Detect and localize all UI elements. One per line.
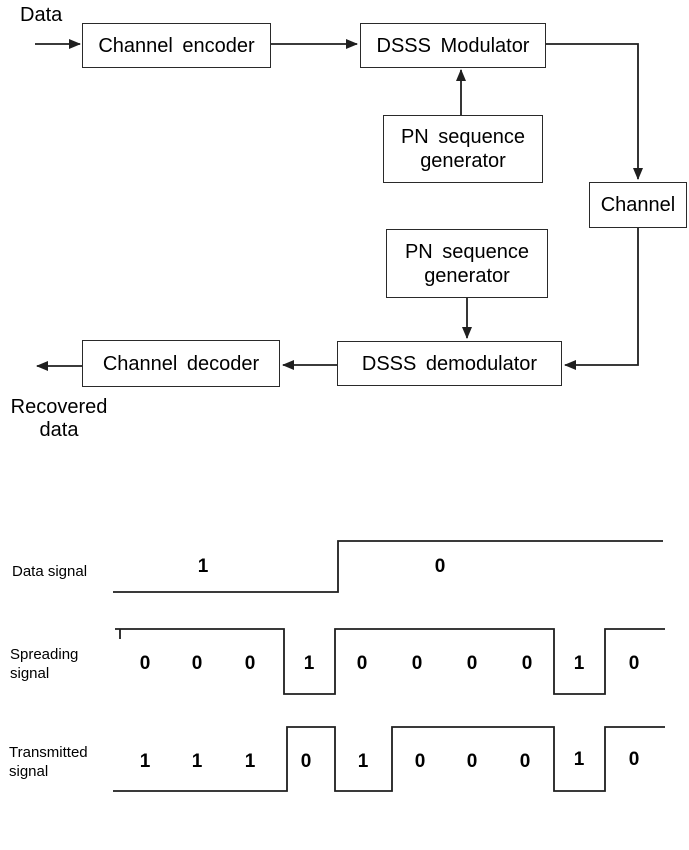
spreading-signal-label-line1: Spreading: [10, 646, 79, 663]
output-recovered-line1: Recovered: [10, 396, 108, 418]
spreading-chip-value: 0: [244, 653, 256, 674]
transmitted-chip-value: 0: [519, 751, 531, 772]
spreading-chip-value: 0: [139, 653, 151, 674]
block-channel-decoder: Channel decoder: [82, 340, 280, 387]
spreading-chip-value: 1: [303, 653, 315, 674]
transmitted-chip-value: 0: [628, 749, 640, 770]
waveform-data-signal: [113, 540, 663, 593]
transmitted-signal-row-label: Transmitted signal: [9, 743, 88, 781]
transmitted-chip-value: 0: [300, 751, 312, 772]
spreading-chip-value: 1: [573, 653, 585, 674]
transmitted-chip-value: 1: [573, 749, 585, 770]
arrow-modulator-to-channel: [546, 43, 643, 180]
spreading-signal-label-line2: signal: [10, 665, 50, 682]
input-data-label: Data: [20, 4, 63, 26]
block-channel-encoder-label: Channel encoder: [98, 34, 255, 57]
block-dsss-demodulator-label: DSSS demodulator: [361, 352, 538, 375]
waveform-spreading-signal: [115, 628, 665, 695]
data-bit-value: 0: [434, 556, 446, 577]
arrow-channel-to-demodulator: [564, 228, 639, 370]
transmitted-chip-value: 1: [139, 751, 151, 772]
transmitted-chip-value: 1: [357, 751, 369, 772]
spreading-chip-value: 0: [356, 653, 368, 674]
transmitted-signal-label-line2: signal: [9, 763, 49, 780]
spreading-chip-value: 0: [191, 653, 203, 674]
block-dsss-modulator-label: DSSS Modulator: [376, 34, 530, 57]
block-channel-encoder: Channel encoder: [82, 23, 271, 68]
spreading-signal-row-label: Spreading signal: [10, 645, 78, 683]
block-dsss-demodulator: DSSS demodulator: [337, 341, 562, 386]
spreading-chip-value: 0: [521, 653, 533, 674]
data-bit-value: 1: [197, 556, 209, 577]
block-pn-generator-bottom-line2: generator: [424, 264, 510, 287]
block-pn-generator-top-line2: generator: [420, 150, 506, 172]
block-channel-label: Channel: [600, 194, 676, 216]
data-signal-row-label: Data signal: [12, 563, 88, 580]
transmitted-chip-value: 1: [191, 751, 203, 772]
output-recovered-data-label: Recovered data: [2, 396, 116, 442]
block-dsss-modulator: DSSS Modulator: [360, 23, 546, 68]
block-pn-generator-top: PN sequence generator: [383, 115, 543, 183]
waveform-transmitted-signal: [113, 726, 665, 792]
block-channel-decoder-label: Channel decoder: [102, 352, 260, 375]
spreading-chip-value: 0: [466, 653, 478, 674]
block-channel: Channel: [589, 182, 687, 228]
transmitted-chip-value: 1: [244, 751, 256, 772]
transmitted-chip-value: 0: [414, 751, 426, 772]
transmitted-chip-value: 0: [466, 751, 478, 772]
block-pn-generator-top-line1: PN sequence: [400, 126, 526, 148]
block-pn-generator-bottom: PN sequence generator: [386, 229, 548, 298]
spreading-chip-value: 0: [628, 653, 640, 674]
spreading-chip-value: 0: [411, 653, 423, 674]
transmitted-signal-label-line1: Transmitted: [9, 744, 88, 761]
output-recovered-line2: data: [39, 419, 79, 441]
block-pn-generator-bottom-line1: PN sequence: [404, 240, 530, 263]
